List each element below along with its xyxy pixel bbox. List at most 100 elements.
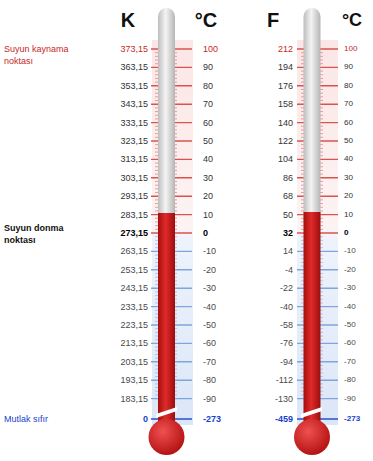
glass-tube bbox=[158, 8, 175, 228]
scale-value: -80 bbox=[344, 374, 372, 386]
scale-value: 20 bbox=[344, 190, 372, 202]
scale-value: -70 bbox=[344, 356, 372, 368]
scale-value: 60 bbox=[344, 117, 372, 129]
scale-value: 10 bbox=[344, 209, 372, 221]
freezing-point-label: Suyun donma noktası bbox=[4, 222, 86, 246]
scale-value: 333,15 bbox=[88, 117, 148, 129]
scale-value: 14 bbox=[233, 245, 293, 257]
scale-value: 243,15 bbox=[88, 282, 148, 294]
scale-value: -10 bbox=[344, 245, 372, 257]
scale-value: 212 bbox=[233, 43, 293, 55]
scale-value: 80 bbox=[344, 80, 372, 92]
scale-value: 176 bbox=[233, 80, 293, 92]
scale-value: -90 bbox=[344, 393, 372, 405]
scale-value: -459 bbox=[233, 413, 293, 425]
scale-value: 353,15 bbox=[88, 80, 148, 92]
scale-value: 253,15 bbox=[88, 264, 148, 276]
scale-value: 323,15 bbox=[88, 135, 148, 147]
scale-value: 213,15 bbox=[88, 337, 148, 349]
scale-value: -60 bbox=[203, 337, 243, 349]
scale-unit: F bbox=[253, 8, 293, 32]
scale-value: 122 bbox=[233, 135, 293, 147]
scale-value: 203,15 bbox=[88, 356, 148, 368]
left-thermometer bbox=[149, 8, 194, 455]
right-thermometer bbox=[294, 8, 338, 455]
scale-value: 60 bbox=[203, 117, 243, 129]
scale-value: 223,15 bbox=[88, 319, 148, 331]
scale-value: 70 bbox=[203, 98, 243, 110]
scale-value: 273,15 bbox=[88, 227, 148, 239]
scale-value: 100 bbox=[203, 43, 243, 55]
scale-value: 50 bbox=[233, 209, 293, 221]
scale-value: -50 bbox=[203, 319, 243, 331]
scale-value: -112 bbox=[233, 374, 293, 386]
scale-value: 193,15 bbox=[88, 374, 148, 386]
scale-value: 373,15 bbox=[88, 43, 148, 55]
boiling-point-label: Suyun kaynama noktası bbox=[4, 43, 86, 67]
scale-value: -273 bbox=[203, 413, 243, 425]
scale-value: 30 bbox=[344, 172, 372, 184]
glass-tube bbox=[304, 8, 321, 228]
scale-value: -4 bbox=[233, 264, 293, 276]
scale-value: 303,15 bbox=[88, 172, 148, 184]
scale-value: 158 bbox=[233, 98, 293, 110]
scale-value: 80 bbox=[203, 80, 243, 92]
scale-value: 283,15 bbox=[88, 209, 148, 221]
scale-value: -40 bbox=[233, 301, 293, 313]
break-mark bbox=[301, 407, 322, 418]
scale-value: 0 bbox=[88, 413, 148, 425]
scale-value: 20 bbox=[203, 190, 243, 202]
scale-value: -20 bbox=[344, 264, 372, 276]
scale-value: -50 bbox=[344, 319, 372, 331]
scale-value: 343,15 bbox=[88, 98, 148, 110]
scale-value: 0 bbox=[344, 227, 372, 239]
scale-unit: °C bbox=[186, 8, 226, 32]
scale-value: -30 bbox=[203, 282, 243, 294]
mercury-column bbox=[304, 212, 321, 428]
scale-value: 363,15 bbox=[88, 61, 148, 73]
scale-value: -10 bbox=[203, 245, 243, 257]
scale-value: 40 bbox=[344, 153, 372, 165]
scale-value: -273 bbox=[344, 413, 372, 425]
absolute-zero-label: Mutlak sıfır bbox=[4, 413, 86, 425]
scale-value: 140 bbox=[233, 117, 293, 129]
scale-value: 90 bbox=[203, 61, 243, 73]
scale-value: 293,15 bbox=[88, 190, 148, 202]
scale-value: -130 bbox=[233, 393, 293, 405]
scale-value: -40 bbox=[203, 301, 243, 313]
scale-value: -94 bbox=[233, 356, 293, 368]
mercury-column bbox=[158, 213, 175, 428]
scale-unit: K bbox=[108, 8, 148, 32]
scale-value: -80 bbox=[203, 374, 243, 386]
scale-value: 68 bbox=[233, 190, 293, 202]
scale-value: -40 bbox=[344, 301, 372, 313]
scale-value: 70 bbox=[344, 98, 372, 110]
scale-value: 194 bbox=[233, 61, 293, 73]
scale-value: 313,15 bbox=[88, 153, 148, 165]
scale-value: -90 bbox=[203, 393, 243, 405]
scale-value: 10 bbox=[203, 209, 243, 221]
scale-value: 263,15 bbox=[88, 245, 148, 257]
scale-value: 233,15 bbox=[88, 301, 148, 313]
scale-value: -20 bbox=[203, 264, 243, 276]
scale-value: 50 bbox=[203, 135, 243, 147]
scale-value: 100 bbox=[344, 43, 372, 55]
scale-value: 183,15 bbox=[88, 393, 148, 405]
scale-value: 40 bbox=[203, 153, 243, 165]
scale-value: 32 bbox=[233, 227, 293, 239]
break-mark bbox=[156, 407, 177, 418]
scale-value: 86 bbox=[233, 172, 293, 184]
scale-value: 104 bbox=[233, 153, 293, 165]
scale-value: 50 bbox=[344, 135, 372, 147]
scale-value: -70 bbox=[203, 356, 243, 368]
scale-unit: °C bbox=[332, 8, 372, 32]
bulb bbox=[149, 419, 185, 455]
scale-value: -60 bbox=[344, 337, 372, 349]
scale-value: 90 bbox=[344, 61, 372, 73]
scale-value: 0 bbox=[203, 227, 243, 239]
scale-value: -58 bbox=[233, 319, 293, 331]
scale-value: -76 bbox=[233, 337, 293, 349]
scale-value: -30 bbox=[344, 282, 372, 294]
scale-value: 30 bbox=[203, 172, 243, 184]
bulb bbox=[294, 419, 330, 455]
